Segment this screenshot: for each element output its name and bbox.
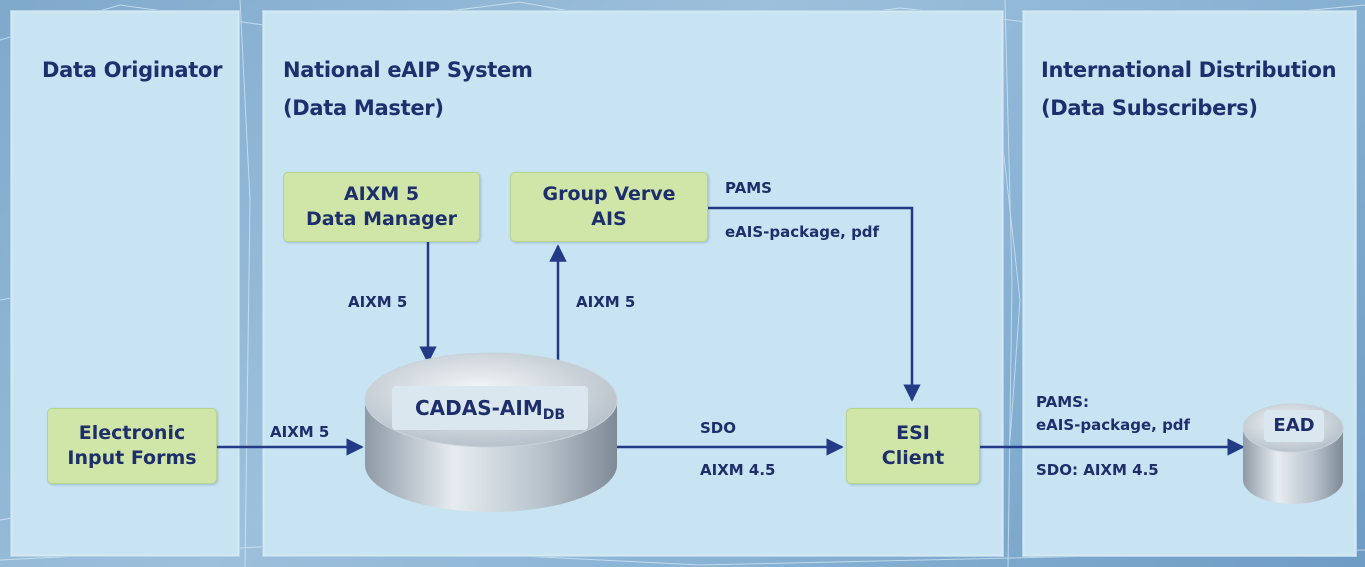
cadas-db-name: CADAS-AIM xyxy=(414,396,543,420)
group-verve-ais-box: Group Verve AIS xyxy=(510,172,708,242)
cadas-db-label: CADAS-AIMDB xyxy=(392,386,588,430)
data-manager-line2: Data Manager xyxy=(305,208,458,230)
label-cadas-sdo: SDO xyxy=(700,419,737,437)
ead-db-label: EAD xyxy=(1264,410,1324,442)
input-forms-line1: Electronic xyxy=(78,422,186,444)
aixm5-data-manager-box: AIXM 5 Data Manager xyxy=(283,172,480,242)
label-cadas-to-verve: AIXM 5 xyxy=(576,293,636,311)
cadas-db-subscript: DB xyxy=(542,407,566,423)
esi-client-box: ESI Client xyxy=(846,408,980,484)
label-cadas-aixm45: AIXM 4.5 xyxy=(700,461,776,479)
data-subscribers-subtitle: (Data Subscribers) xyxy=(1041,96,1258,120)
electronic-input-forms-box: Electronic Input Forms xyxy=(47,408,217,484)
international-distribution-title: International Distribution xyxy=(1041,58,1337,82)
label-verve-package: eAIS-package, pdf xyxy=(725,223,880,241)
national-eaip-title: National eAIP System xyxy=(283,58,533,82)
label-esi-sdo: SDO: AIXM 4.5 xyxy=(1036,461,1159,479)
esi-client-line2: Client xyxy=(881,447,945,469)
data-originator-title: Data Originator xyxy=(42,58,223,82)
ead-db-name: EAD xyxy=(1273,415,1315,436)
label-esi-pams: PAMS: xyxy=(1036,393,1089,411)
data-manager-line1: AIXM 5 xyxy=(343,183,420,205)
label-esi-package: eAIS-package, pdf xyxy=(1036,416,1191,434)
data-master-subtitle: (Data Master) xyxy=(283,96,444,120)
label-verve-pams: PAMS xyxy=(725,179,772,197)
label-forms-to-cadas: AIXM 5 xyxy=(270,423,330,441)
group-verve-line1: Group Verve xyxy=(542,183,676,205)
esi-client-line1: ESI xyxy=(896,422,930,444)
input-forms-line2: Input Forms xyxy=(67,447,197,469)
label-manager-to-cadas: AIXM 5 xyxy=(348,293,408,311)
cadas-database-cylinder xyxy=(364,352,618,512)
arrow-verve-to-esi xyxy=(708,206,921,402)
group-verve-line2: AIS xyxy=(591,208,627,230)
